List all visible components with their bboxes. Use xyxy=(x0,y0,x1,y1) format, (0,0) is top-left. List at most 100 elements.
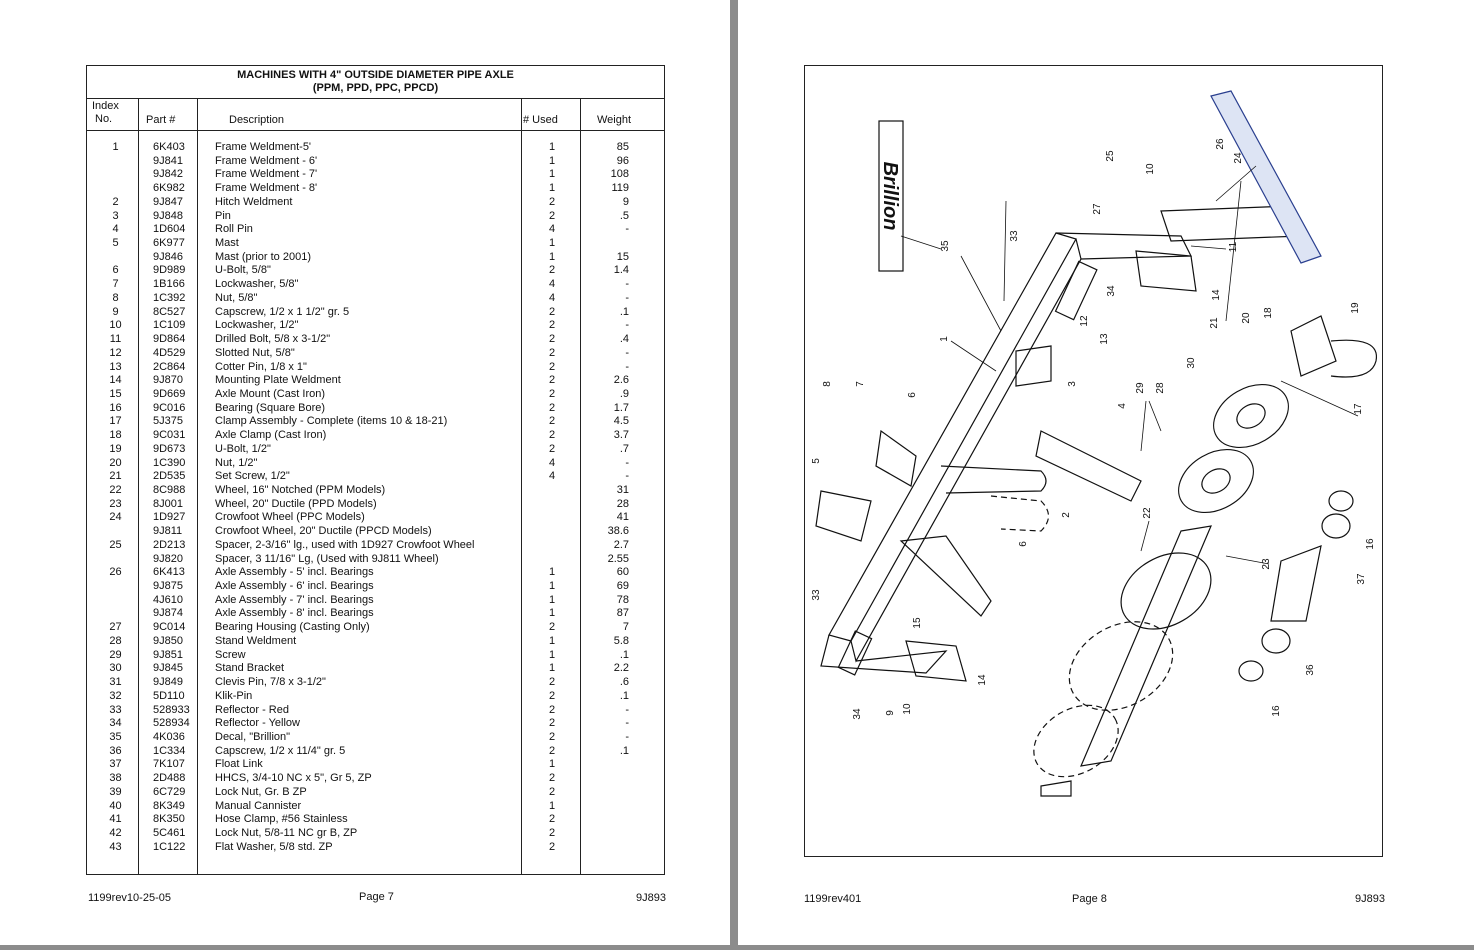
index-no: 36 xyxy=(109,744,122,757)
weight: .1 xyxy=(619,689,629,702)
quantity-used: 2 xyxy=(548,415,556,428)
weight: .1 xyxy=(619,744,629,757)
weight: .1 xyxy=(619,648,629,661)
part-number: 9J841 xyxy=(153,154,183,167)
part-number: 7K107 xyxy=(153,758,185,771)
description: Decal, "Brillion" xyxy=(215,730,291,743)
index-no: 37 xyxy=(109,758,122,771)
part-number: 9J875 xyxy=(153,580,183,593)
quantity-used: 4 xyxy=(548,278,556,291)
description: Slotted Nut, 5/8" xyxy=(215,346,295,359)
quantity-used: 2 xyxy=(548,744,556,757)
part-number: 4K036 xyxy=(153,730,185,743)
callout-label: 12 xyxy=(1079,315,1090,327)
description: Frame Weldment - 7' xyxy=(215,168,318,181)
index-no: 24 xyxy=(109,511,122,524)
callout-label: 16 xyxy=(1365,538,1376,550)
quantity-used: 2 xyxy=(548,676,556,689)
diagram-drawing: Brillion xyxy=(811,90,1378,797)
callout-label: 30 xyxy=(1186,357,1197,369)
quantity-used: 1 xyxy=(548,168,556,181)
callout-label: 14 xyxy=(977,674,988,686)
quantity-used: 2 xyxy=(548,387,556,400)
index-no: 11 xyxy=(109,333,122,346)
weight: 2.6 xyxy=(613,374,629,387)
quantity-used: 4 xyxy=(548,291,556,304)
part-number: 5C461 xyxy=(153,827,186,839)
quantity-used: 2 xyxy=(548,827,556,839)
description: Axle Mount (Cast Iron) xyxy=(215,387,326,400)
part-number: 9J820 xyxy=(153,552,183,565)
index-no: 28 xyxy=(109,634,122,647)
header-description: Description xyxy=(229,114,285,126)
part-number: 9J845 xyxy=(153,662,183,675)
brillion-decal: Brillion xyxy=(878,120,904,272)
header-part: Part # xyxy=(146,114,176,126)
weight: - xyxy=(625,717,629,730)
description: Drilled Bolt, 5/8 x 3-1/2" xyxy=(215,333,331,346)
description: Stand Weldment xyxy=(215,634,297,647)
part-number: 2D488 xyxy=(153,772,186,785)
svg-text:Brillion: Brillion xyxy=(879,162,901,231)
index-no: 23 xyxy=(109,497,122,510)
description: Roll Pin xyxy=(215,223,253,236)
weight: 4.5 xyxy=(613,415,629,428)
weight: - xyxy=(625,223,629,236)
quantity-used: 2 xyxy=(548,333,556,346)
description: Axle Assembly - 7' incl. Bearings xyxy=(215,593,374,606)
part-number: 6K403 xyxy=(153,141,185,153)
footer-doc-id: 9J893 xyxy=(636,892,666,904)
weight: - xyxy=(625,703,629,716)
description: Nut, 1/2" xyxy=(215,456,258,469)
quantity-used: 1 xyxy=(548,799,556,812)
part-number: 1D927 xyxy=(153,511,186,524)
weight: 15 xyxy=(616,250,629,263)
weight: 28 xyxy=(616,497,629,510)
part-number: 1C122 xyxy=(153,840,186,853)
description: Nut, 5/8" xyxy=(215,291,258,304)
callout-label: 10 xyxy=(1145,163,1156,175)
part-number: 1C390 xyxy=(153,456,186,469)
callout-label: 34 xyxy=(852,708,863,720)
index-no: 13 xyxy=(109,360,122,373)
part-number: 9D669 xyxy=(153,387,186,400)
quantity-used: 2 xyxy=(548,374,556,387)
callout-label: 26 xyxy=(1215,138,1226,150)
quantity-used: 1 xyxy=(548,141,556,153)
description: Float Link xyxy=(215,758,263,771)
index-no: 12 xyxy=(109,346,122,359)
part-number: 9J847 xyxy=(153,195,183,208)
quantity-used: 2 xyxy=(548,689,556,702)
index-no: 33 xyxy=(109,703,122,716)
callout-label: 18 xyxy=(1263,307,1274,319)
description: Lock Nut, Gr. B ZP xyxy=(215,785,307,798)
part-number: 1C334 xyxy=(153,744,186,757)
callout-label: 15 xyxy=(912,617,923,629)
quantity-used: 1 xyxy=(548,250,556,263)
description: Capscrew, 1/2 x 11/4" gr. 5 xyxy=(215,744,346,757)
weight: 2.2 xyxy=(613,662,629,675)
callout-label: 2 xyxy=(1061,512,1072,518)
weight: 3.7 xyxy=(613,429,629,442)
part-number: 9D864 xyxy=(153,333,186,346)
weight: - xyxy=(625,278,629,291)
part-number: 9C016 xyxy=(153,401,186,414)
part-number: 9D673 xyxy=(153,442,186,455)
footer-page-number: Page 7 xyxy=(359,891,394,903)
description: Frame Weldment - 8' xyxy=(215,182,318,195)
callout-label: 34 xyxy=(1106,285,1117,297)
